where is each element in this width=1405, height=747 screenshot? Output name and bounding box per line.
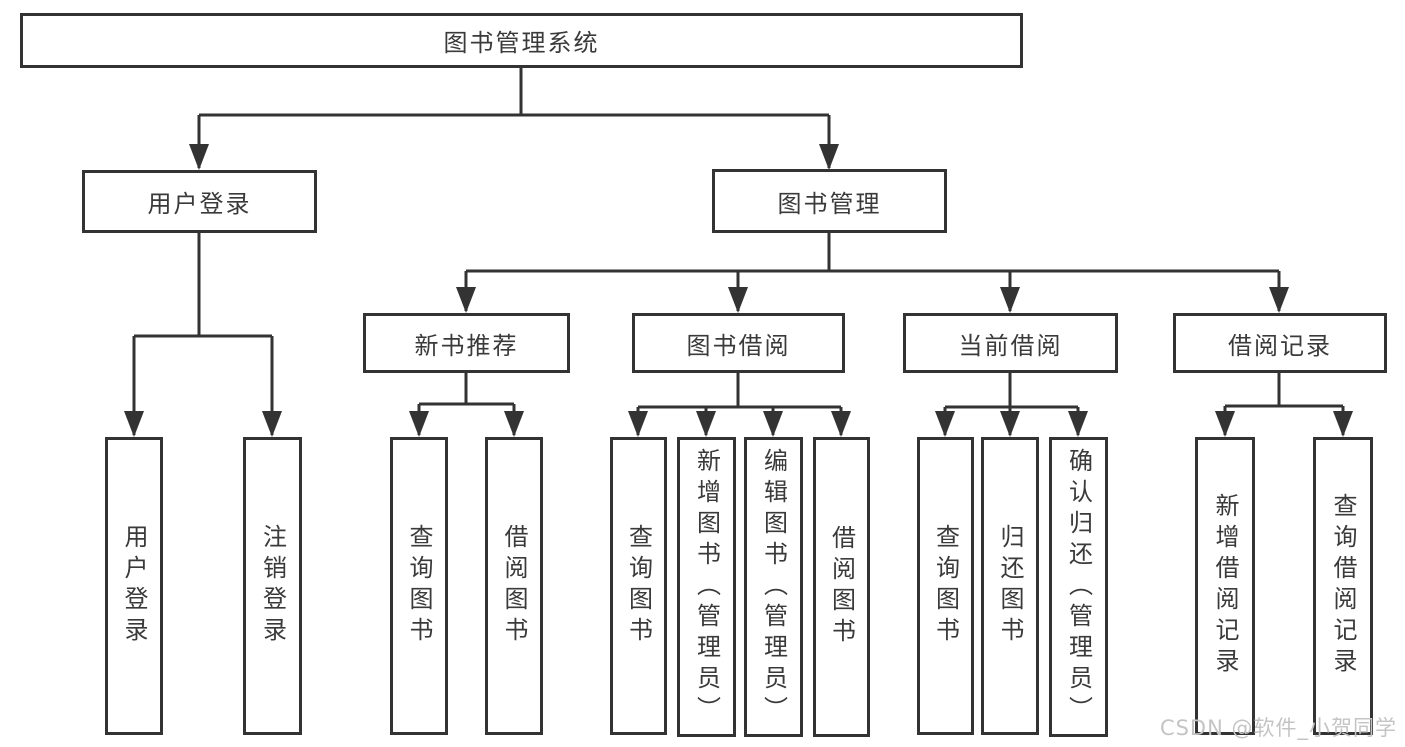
node-book-borrowing: 图书借阅	[632, 313, 845, 373]
leaf-edit-books-admin: 编辑图书（管理员）	[744, 437, 803, 737]
leaf-query-books-current: 查询图书	[917, 437, 974, 735]
node-label: 用户登录	[147, 190, 252, 218]
node-library-management-system: 图书管理系统	[20, 13, 1023, 68]
node-label: 借阅图书	[827, 525, 856, 649]
csdn-watermark: CSDN @软件_小贺同学	[1159, 716, 1397, 740]
node-label: 图书借阅	[686, 331, 791, 360]
node-label: 查询图书	[931, 524, 960, 648]
leaf-borrow-books: 借阅图书	[813, 437, 870, 737]
leaf-confirm-return-admin: 确认归还（管理员）	[1049, 437, 1108, 737]
leaf-add-borrow-record: 新增借阅记录	[1195, 437, 1255, 735]
leaf-borrow-books-recommend: 借阅图书	[485, 437, 543, 735]
node-label: 查询图书	[405, 524, 433, 648]
node-user-login: 用户登录	[82, 170, 317, 233]
node-current-borrowing: 当前借阅	[903, 313, 1118, 373]
node-label: 图书管理系统	[443, 29, 600, 57]
node-label: 注销登录	[258, 524, 287, 648]
leaf-query-borrow-record: 查询借阅记录	[1313, 437, 1373, 735]
arrowheads	[124, 144, 1353, 437]
node-borrowing-records: 借阅记录	[1173, 313, 1387, 373]
node-book-management: 图书管理	[712, 169, 947, 233]
node-label: 新书推荐	[414, 331, 519, 360]
node-new-book-recommendation: 新书推荐	[363, 313, 570, 373]
node-label: 新增借阅记录	[1211, 493, 1239, 679]
node-label: 当前借阅	[958, 331, 1063, 360]
node-label: 借阅记录	[1228, 331, 1332, 360]
node-label: 新增图书（管理员）	[692, 447, 721, 727]
node-label: 借阅图书	[500, 524, 528, 648]
leaf-query-books-borrowing: 查询图书	[610, 437, 667, 735]
node-label: 图书管理	[777, 189, 882, 218]
node-label: 编辑图书（管理员）	[759, 447, 788, 727]
leaf-user-login: 用户登录	[105, 437, 163, 735]
leaf-add-books-admin: 新增图书（管理员）	[677, 437, 736, 737]
node-label: 确认归还（管理员）	[1064, 447, 1093, 727]
node-label: 用户登录	[120, 524, 148, 648]
node-label: 查询图书	[624, 524, 653, 648]
node-label: 查询借阅记录	[1329, 493, 1357, 679]
leaf-query-books-recommend: 查询图书	[390, 437, 448, 735]
leaf-logout: 注销登录	[243, 437, 302, 735]
node-label: 归还图书	[996, 524, 1024, 648]
leaf-return-books: 归还图书	[981, 437, 1039, 735]
